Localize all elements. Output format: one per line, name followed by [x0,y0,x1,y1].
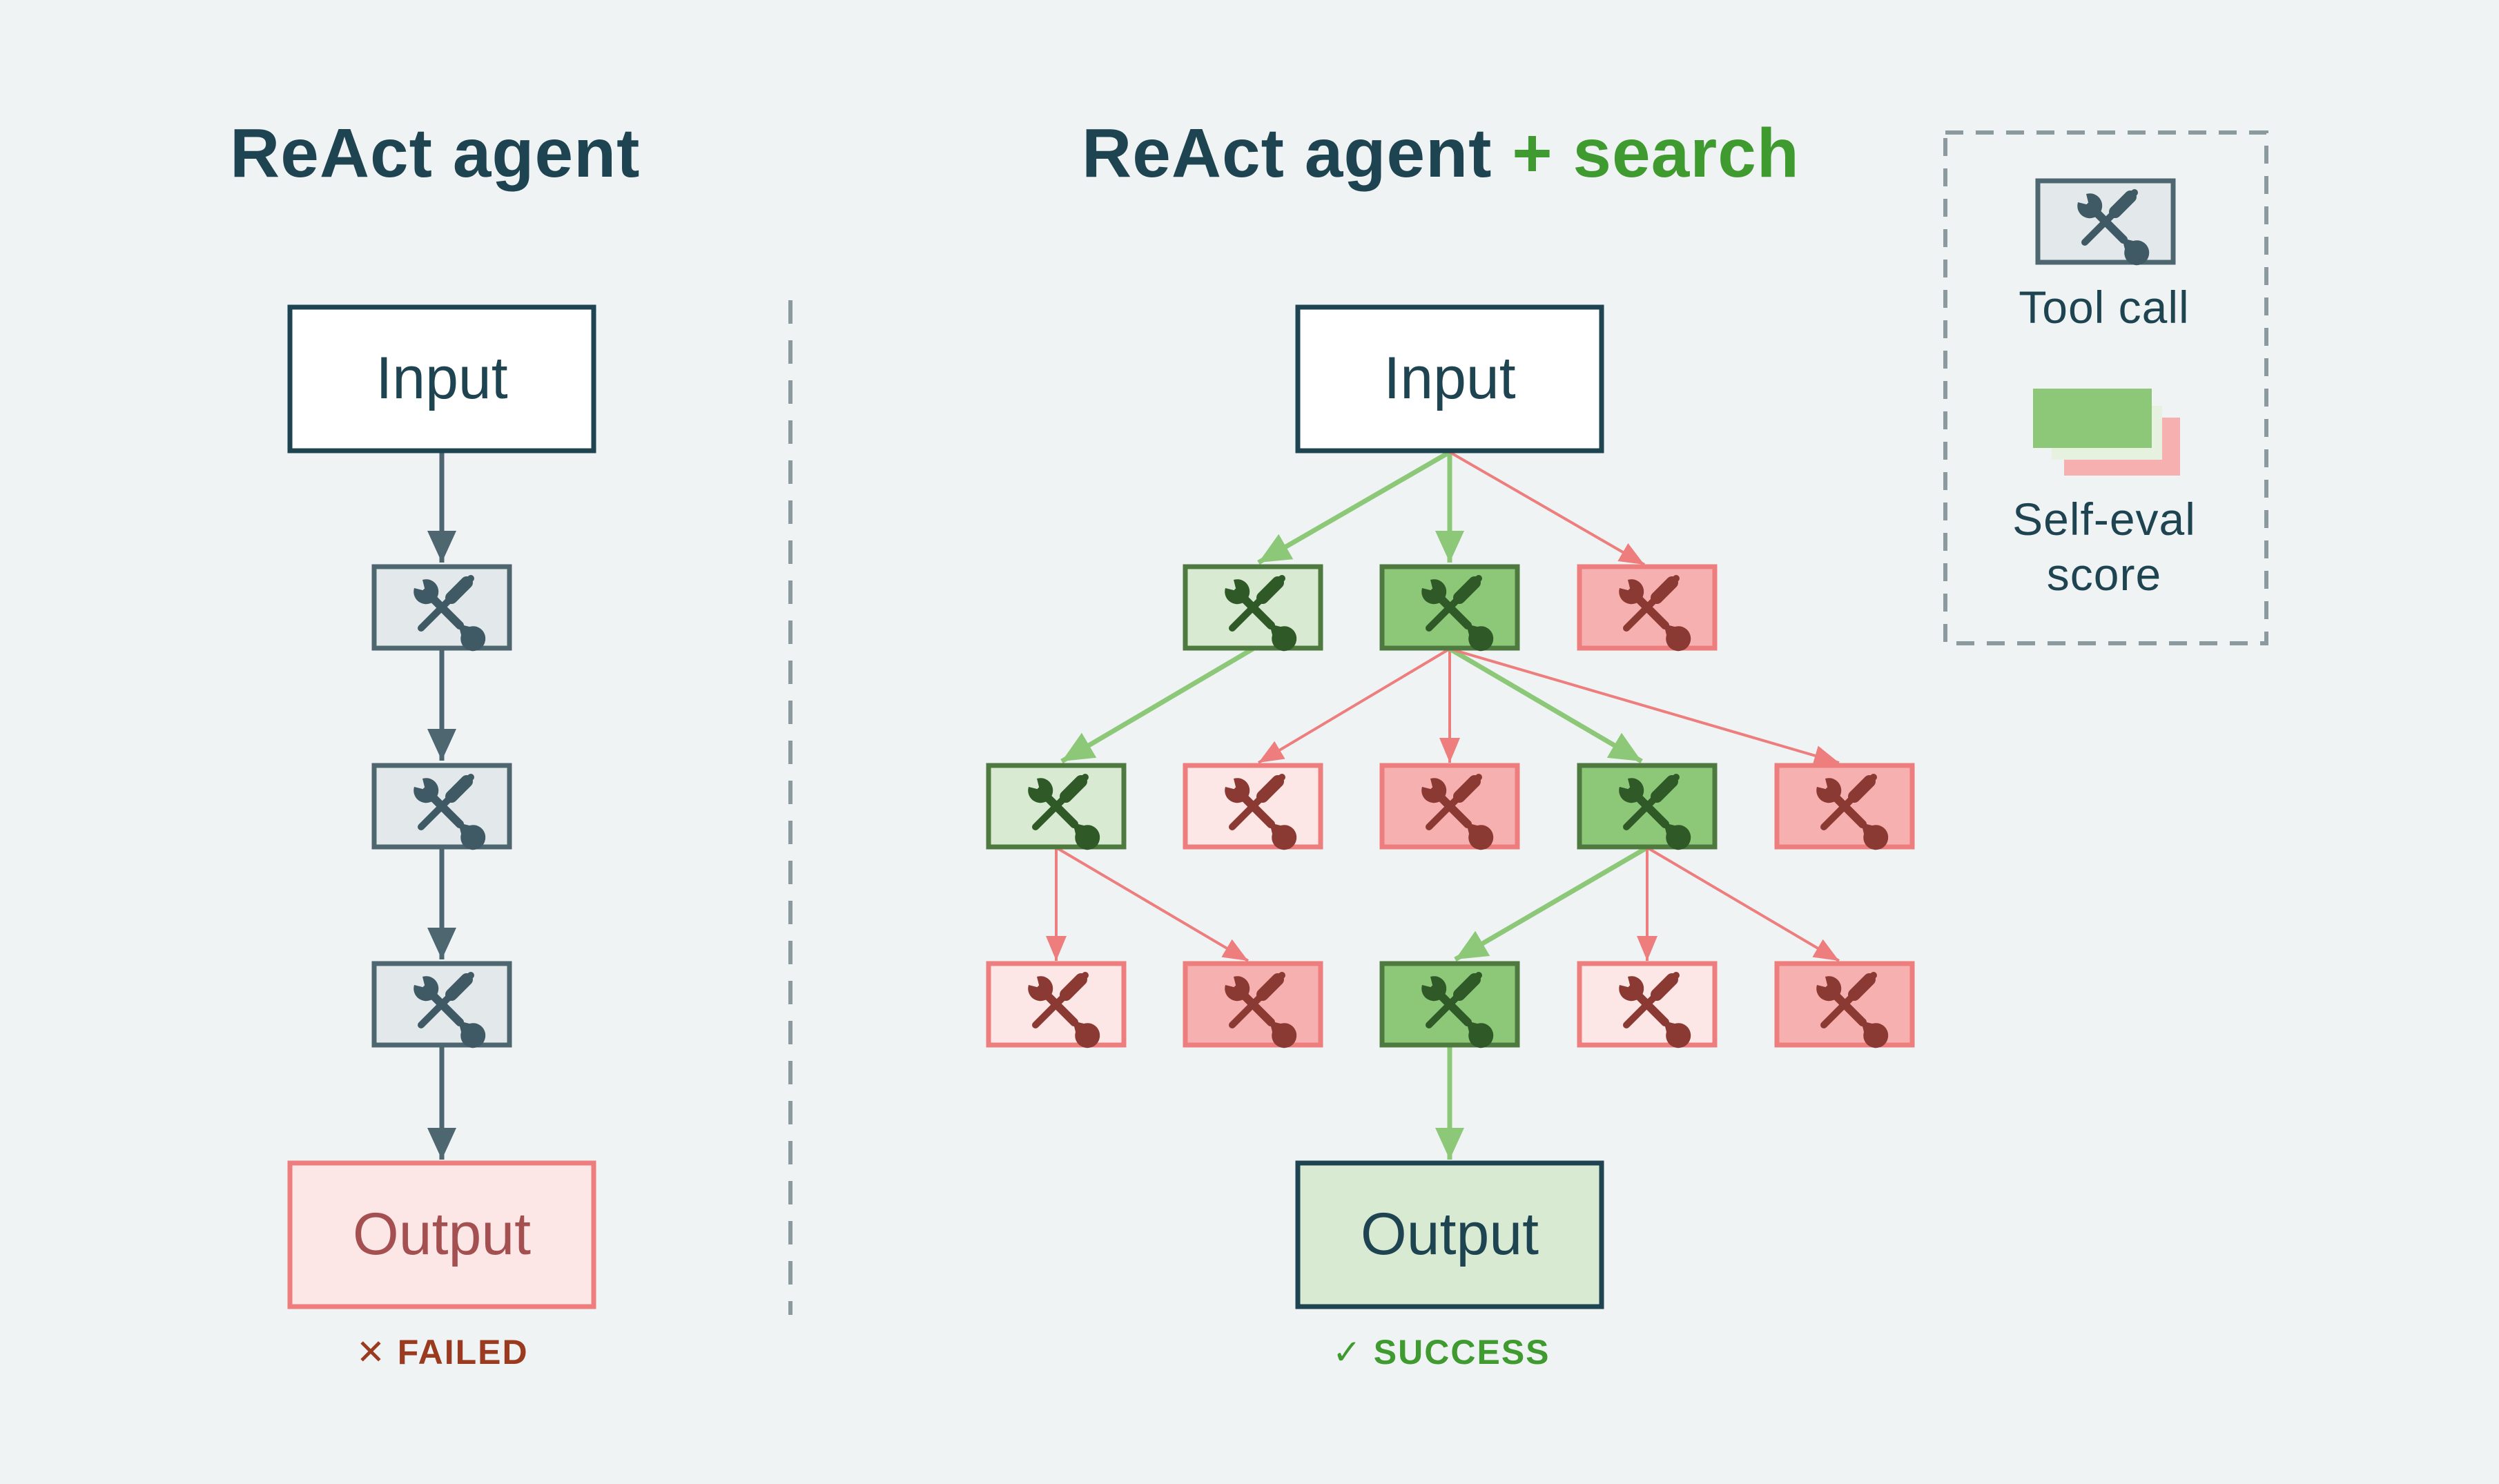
tree-node-l1-2 [1379,564,1520,652]
right-output-label: Output [1361,1201,1539,1267]
left-input-box: Input [287,304,596,453]
right-title-accent: + search [1512,115,1800,192]
wrench-screwdriver-icon [414,774,486,850]
legend-box [1943,130,2268,645]
left-output-box: Output [287,1160,596,1309]
wrench-screwdriver-icon [1225,972,1297,1048]
tree-node-l2-1 [986,763,1127,850]
wrench-screwdriver-icon [1225,774,1297,850]
legend-self-eval-swatch [2033,389,2180,476]
wrench-screwdriver-icon [1816,972,1889,1048]
x-icon: ✕ [356,1333,398,1371]
legend-self-eval-line1: Self-eval [2012,494,2196,545]
wrench-screwdriver-icon [1225,575,1297,652]
tree-node-l2-3 [1379,763,1520,850]
tree-node-l3-2 [1183,961,1323,1048]
tree-node-l1-3 [1577,564,1718,652]
legend-tool-call-label: Tool call [2019,282,2190,333]
edge-l1-2-l2-2 [1257,647,1451,764]
left-tool-call-2 [371,763,512,850]
edge-l2-1-l3-2 [1055,846,1250,962]
right-output-box: Output [1295,1160,1604,1309]
wrench-screwdriver-icon [1028,774,1100,850]
tree-node-l2-2 [1183,763,1323,850]
edge-l1-2-l2-5 [1449,647,1840,766]
tree-node-l3-5 [1774,961,1915,1048]
right-title-main: ReAct agent [1082,115,1492,192]
edge-l1-1-l2-1 [1060,646,1254,764]
left-title-text: ReAct agent [230,115,641,192]
left-panel-title: ReAct agent [230,114,640,193]
tree-node-l3-3 [1379,961,1520,1048]
wrench-screwdriver-icon [1421,575,1494,652]
wrench-screwdriver-icon [414,972,486,1048]
success-status: ✓ SUCCESS [1332,1332,1550,1372]
edge-l1-2-l2-4 [1448,646,1643,764]
failed-label: FAILED [397,1333,529,1371]
edge-input-l1-3 [1448,451,1646,566]
edge-l2-4-l3-3 [1454,845,1649,962]
left-input-label: Input [376,345,507,411]
success-label: SUCCESS [1373,1333,1550,1371]
wrench-screwdriver-icon [1619,575,1691,652]
wrench-screwdriver-icon [414,575,486,652]
legend-tool-icon [2077,189,2150,266]
edge-input-l1-1 [1257,449,1451,565]
right-input-box: Input [1295,304,1604,453]
right-panel-title: ReAct agent + search [1082,114,1800,193]
tree-node-l3-4 [1577,961,1718,1048]
left-tool-call-1 [371,564,512,652]
edge-l2-4-l3-5 [1646,846,1840,962]
legend-self-eval-line2: score [2046,549,2162,600]
checkmark-icon: ✓ [1332,1333,1374,1371]
wrench-screwdriver-icon [1028,972,1100,1048]
wrench-screwdriver-icon [1619,774,1691,850]
legend-self-eval-label: Self-eval score [1945,491,2263,602]
wrench-screwdriver-icon [1816,774,1889,850]
left-output-label: Output [353,1201,531,1267]
tree-node-l2-5 [1774,763,1915,850]
left-tool-call-3 [371,961,512,1048]
right-input-label: Input [1383,345,1515,411]
wrench-screwdriver-icon [1619,972,1691,1048]
tree-node-l2-4 [1577,763,1718,850]
wrench-screwdriver-icon [1421,774,1494,850]
tree-node-l1-1 [1183,564,1323,652]
legend-tool-call-swatch [2035,178,2176,266]
wrench-screwdriver-icon [1421,972,1494,1048]
tree-node-l3-1 [986,961,1127,1048]
failed-status: ✕ FAILED [356,1332,529,1372]
